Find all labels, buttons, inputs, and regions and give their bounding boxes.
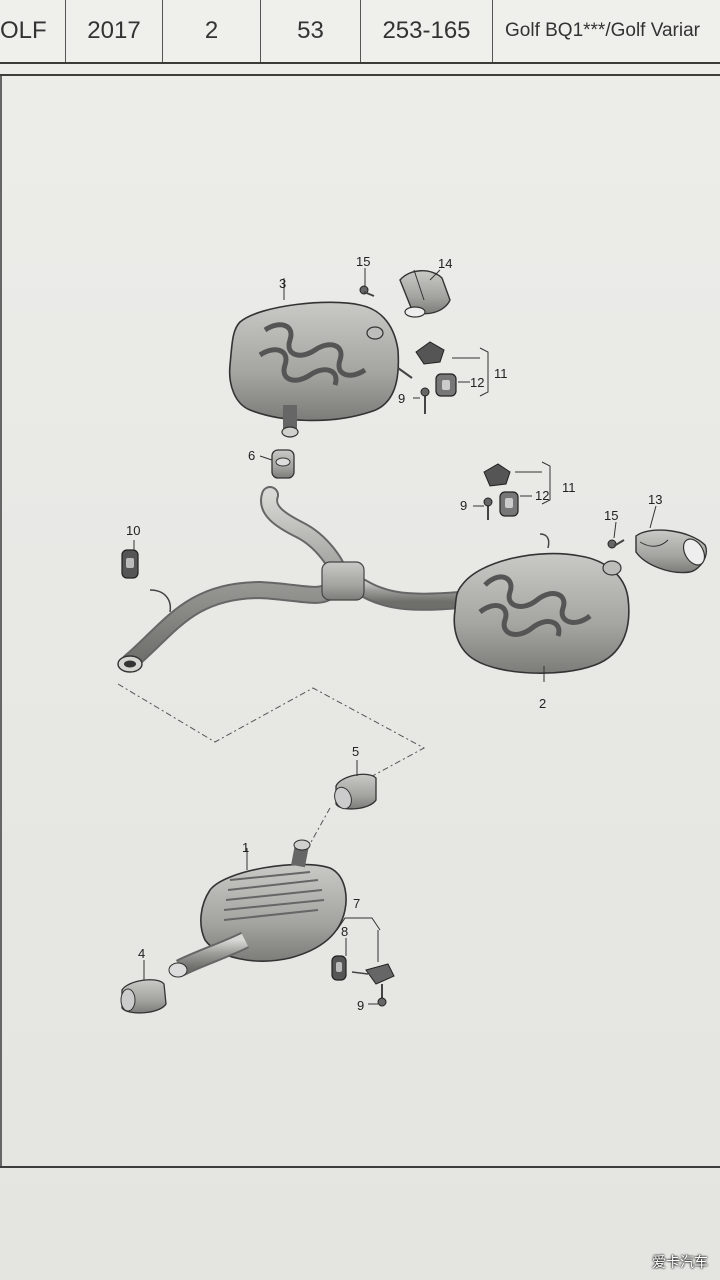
header-cell-model: OLF xyxy=(0,0,66,62)
rubber-mount-8 xyxy=(331,955,347,981)
rear-silencer-right xyxy=(453,533,630,675)
part-label-14: 14 xyxy=(438,256,452,271)
part-label-2: 2 xyxy=(539,696,546,711)
part-label-15-lower: 15 xyxy=(604,508,618,523)
part-label-12-lower: 12 xyxy=(535,488,549,503)
watermark-text: 爱卡汽车 xyxy=(652,1254,708,1270)
header-cell-vehicle: Golf BQ1***/Golf Variar xyxy=(505,20,701,41)
leader-lines xyxy=(133,268,657,1005)
rear-silencer-left xyxy=(228,301,413,438)
header-cell-group: 2 xyxy=(163,0,261,62)
top-rule xyxy=(0,74,720,76)
part-label-6: 6 xyxy=(248,448,255,463)
bottom-rule xyxy=(0,1166,720,1168)
rubber-mount-10 xyxy=(121,549,139,579)
clamp-4 xyxy=(120,979,167,1014)
part-label-1: 1 xyxy=(242,840,249,855)
bolt-15-lower xyxy=(607,539,625,549)
part-label-9-lower: 9 xyxy=(357,998,364,1013)
part-label-13: 13 xyxy=(648,492,662,507)
part-label-5: 5 xyxy=(352,744,359,759)
part-label-10: 10 xyxy=(126,523,140,538)
y-junction xyxy=(321,561,365,601)
part-label-12-upper: 12 xyxy=(470,375,484,390)
clamp-6 xyxy=(271,449,295,479)
centre-silencer-1 xyxy=(168,839,347,978)
header-cell-part-number: 253-165 xyxy=(361,0,493,62)
part-label-8: 8 xyxy=(341,924,348,939)
bolt-15-upper xyxy=(359,285,375,297)
part-label-11-lower: 11 xyxy=(562,480,576,495)
part-label-3: 3 xyxy=(279,276,286,291)
header-cell-page: 53 xyxy=(261,0,361,62)
header-cell-year: 2017 xyxy=(66,0,163,62)
dashed-connector-lines xyxy=(117,683,426,863)
parts-header-table: OLF 2017 2 53 253-165 Golf BQ1***/Golf V… xyxy=(0,0,720,64)
left-margin-line xyxy=(0,76,2,1166)
part-label-11-upper: 11 xyxy=(494,366,508,381)
front-pipe-assembly xyxy=(117,486,461,673)
part-label-15-upper: 15 xyxy=(356,254,370,269)
part-label-7: 7 xyxy=(353,896,360,911)
part-label-4: 4 xyxy=(138,946,145,961)
hanger-rod-10 xyxy=(149,589,172,613)
bracket-7 xyxy=(351,963,395,1007)
part-label-9-middle: 9 xyxy=(460,498,467,513)
clamp-5 xyxy=(334,773,377,810)
tailpipe-tip-14 xyxy=(399,269,451,318)
part-label-9-upper: 9 xyxy=(398,391,405,406)
hanger-bracket-lower xyxy=(483,463,519,520)
tailpipe-tip-13 xyxy=(635,529,707,574)
hanger-bracket-upper xyxy=(415,341,457,414)
